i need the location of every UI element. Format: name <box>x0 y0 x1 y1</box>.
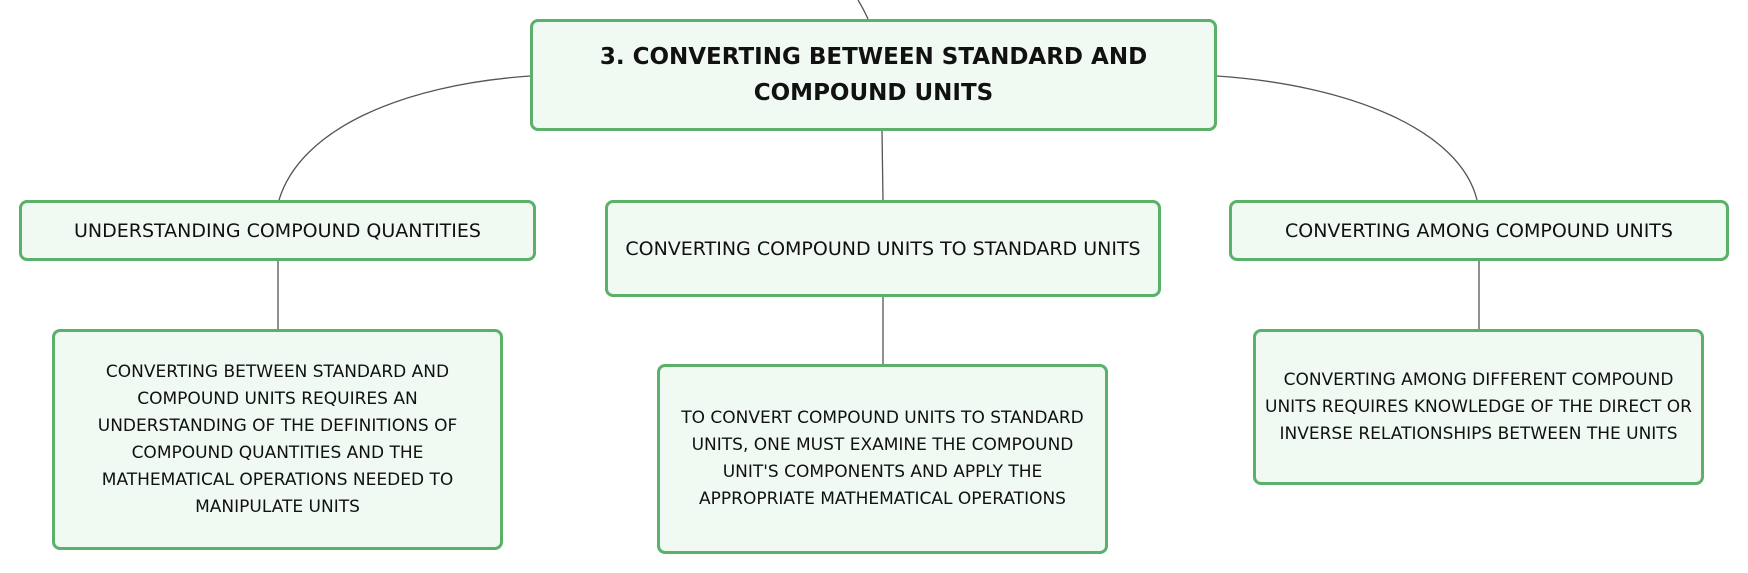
connector-root-to-branch-1 <box>278 75 531 201</box>
branch-node-understanding-compound-quantities[interactable]: UNDERSTANDING COMPOUND QUANTITIES <box>19 200 536 261</box>
connector-parent-to-root <box>857 0 869 20</box>
branch-node-converting-compound-to-standard[interactable]: CONVERTING COMPOUND UNITS TO STANDARD UN… <box>605 200 1161 297</box>
branch-node-converting-among-compound[interactable]: CONVERTING AMONG COMPOUND UNITS <box>1229 200 1729 261</box>
detail-node-understanding-compound-quantities[interactable]: CONVERTING BETWEEN STANDARD AND COMPOUND… <box>52 329 503 550</box>
connector-root-to-branch-3 <box>1216 75 1478 201</box>
root-topic-node[interactable]: 3. CONVERTING BETWEEN STANDARD AND COMPO… <box>530 19 1217 131</box>
root-topic-label: 3. CONVERTING BETWEEN STANDARD AND COMPO… <box>599 44 1148 106</box>
branch-label: CONVERTING AMONG COMPOUND UNITS <box>1285 219 1673 242</box>
branch-label: CONVERTING COMPOUND UNITS TO STANDARD UN… <box>625 237 1141 260</box>
connector-root-to-branch-2 <box>881 130 884 201</box>
detail-text: CONVERTING BETWEEN STANDARD AND COMPOUND… <box>97 361 458 517</box>
detail-node-converting-compound-to-standard[interactable]: TO CONVERT COMPOUND UNITS TO STANDARD UN… <box>657 364 1108 554</box>
branch-label: UNDERSTANDING COMPOUND QUANTITIES <box>74 219 481 242</box>
detail-text: CONVERTING AMONG DIFFERENT COMPOUND UNIT… <box>1265 369 1692 444</box>
detail-node-converting-among-compound[interactable]: CONVERTING AMONG DIFFERENT COMPOUND UNIT… <box>1253 329 1704 485</box>
detail-text: TO CONVERT COMPOUND UNITS TO STANDARD UN… <box>681 408 1084 509</box>
